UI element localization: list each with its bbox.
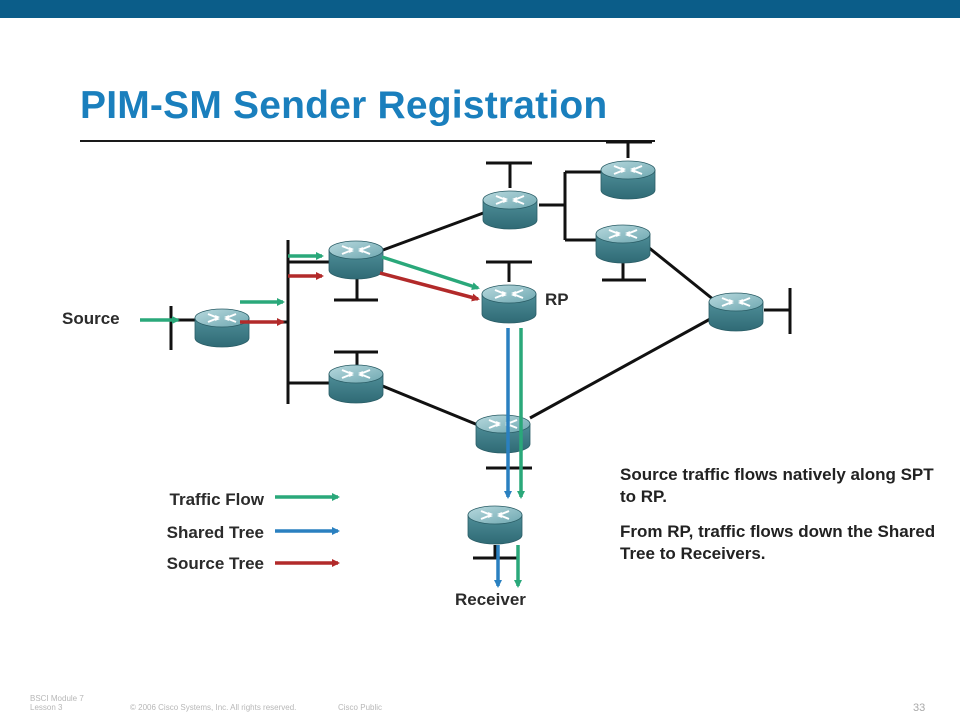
flow-arrows [140, 252, 525, 588]
router-r2 [328, 364, 384, 404]
router-top [482, 190, 538, 230]
legend-swatches [275, 493, 340, 567]
top-banner [0, 0, 960, 18]
link-right-lower [529, 316, 713, 420]
slide-title: PIM-SM Sender Registration [80, 84, 608, 127]
footer-module-line2: Lesson 3 [30, 703, 63, 712]
network-links [171, 170, 715, 427]
description-line-2: From RP, traffic flows down the Shared T… [620, 522, 936, 563]
receiver-label: Receiver [455, 590, 526, 609]
legend-traffic-flow: Traffic Flow [169, 490, 264, 509]
router-far-top [600, 160, 656, 200]
footer-module: BSCI Module 7 Lesson 3 [30, 694, 84, 712]
router-right [708, 292, 764, 332]
legend-source-tree: Source Tree [166, 554, 264, 573]
router-rp [481, 284, 537, 324]
footer-copyright: © 2006 Cisco Systems, Inc. All rights re… [130, 703, 297, 712]
legend-shared-tree: Shared Tree [166, 523, 264, 542]
page-number: 33 [913, 702, 926, 714]
description-line-1: Source traffic flows natively along SPT … [620, 465, 934, 506]
arrow-r1-rp-source [379, 271, 480, 302]
rp-label: RP [545, 290, 569, 309]
router-r1 [328, 240, 384, 280]
router-far-mid [595, 224, 651, 264]
router-receiver [467, 505, 523, 545]
link-r1-top [382, 210, 487, 252]
footer-classification: Cisco Public [338, 703, 383, 712]
link-r2-lower [379, 383, 479, 427]
source-label: Source [62, 309, 120, 328]
arrow-r1-rp-traffic [381, 255, 480, 290]
router-source [194, 308, 250, 348]
title-underline [80, 140, 655, 142]
link-farright2-right [647, 245, 715, 302]
footer-module-line1: BSCI Module 7 [30, 694, 84, 703]
